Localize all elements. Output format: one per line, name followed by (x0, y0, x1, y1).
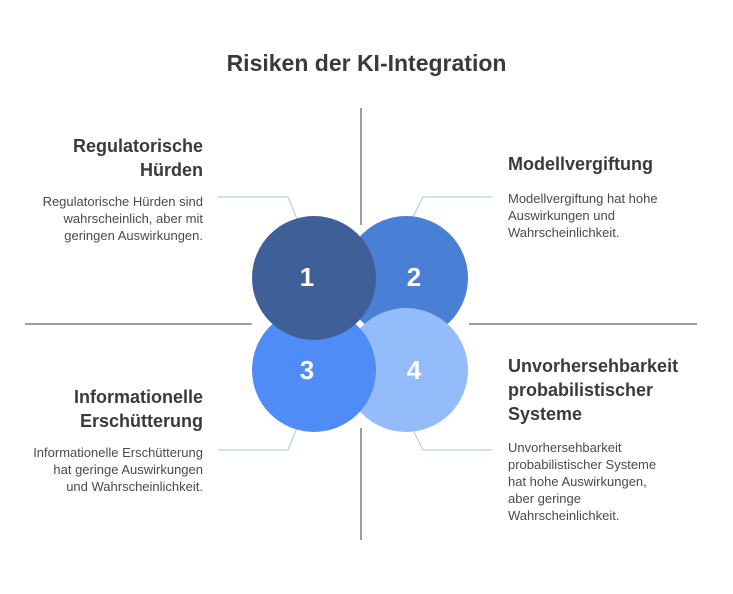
circle-number-3: 3 (300, 355, 314, 385)
connector-1 (218, 196, 298, 220)
circle-number-4: 4 (407, 355, 422, 385)
quadrant-1-heading: Regulatorische Hürden (72, 136, 203, 180)
circle-3 (252, 308, 376, 432)
circle-1 (252, 216, 376, 340)
quadrant-4-description: Unvorhersehbarkeit probabilistischer Sys… (508, 440, 657, 523)
diagram-title: Risiken der KI-Integration (226, 50, 507, 76)
circle-2 (344, 216, 468, 340)
circle-number-2: 2 (407, 262, 421, 292)
connector-2 (411, 196, 492, 220)
circle-number-1: 1 (300, 262, 314, 292)
connector-4 (411, 427, 492, 451)
quadrant-1-description: Regulatorische Hürden sind wahrscheinlic… (42, 194, 203, 243)
circle-4 (344, 308, 468, 432)
quadrant-2-heading: Modellvergiftung (508, 154, 653, 174)
connector-3 (218, 427, 298, 451)
quadrant-2-description: Modellvergiftung hat hohe Auswirkungen u… (508, 191, 658, 240)
quadrant-3-heading: Informationelle Erschütterung (73, 387, 203, 431)
quadrant-4-heading: Unvorhersehbarkeit probabilistischer Sys… (508, 356, 679, 424)
quadrant-3-description: Informationelle Erschütterung hat gering… (33, 445, 203, 494)
